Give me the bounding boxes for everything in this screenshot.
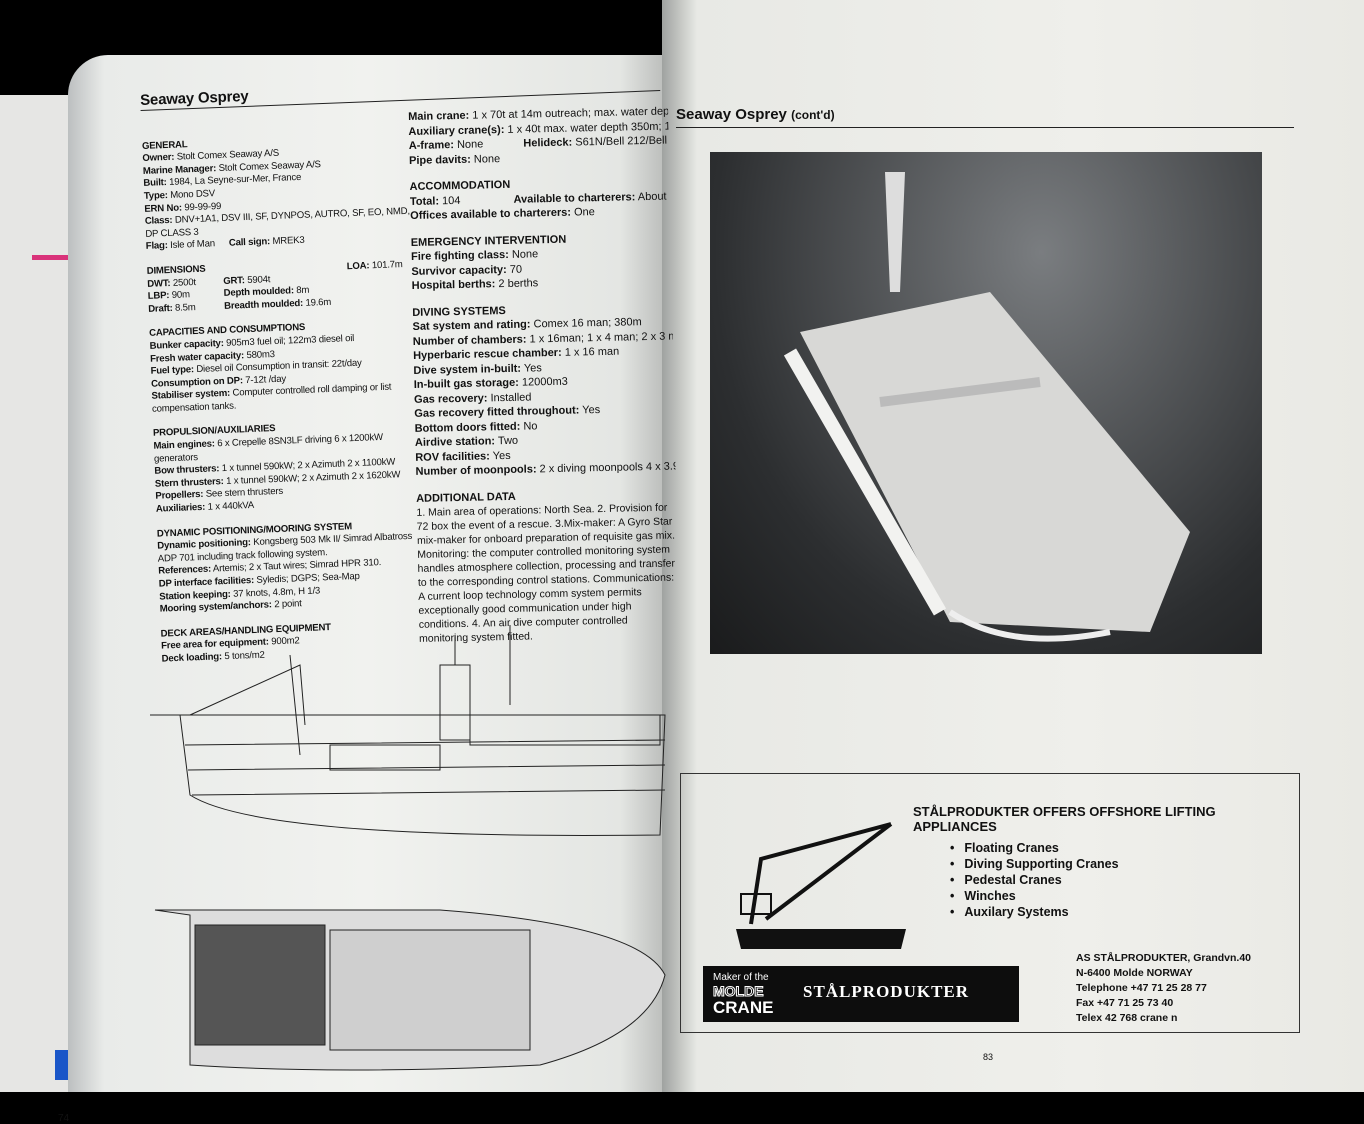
- ship-photo-illustration: [783, 172, 1190, 642]
- propulsion-section: Main engines: 6 x Crepelle 8SN3LF drivin…: [153, 430, 426, 516]
- field-line: Draft: 8.5m: [148, 301, 196, 315]
- ship-profile-drawing: [150, 625, 666, 836]
- stalprodukter-logo: Maker of the MOLDE CRANE STÅLPRODUKTER: [703, 966, 1019, 1022]
- stalprodukter-advert: STÅLPRODUKTER OFFERS OFFSHORE LIFTING AP…: [680, 773, 1300, 1033]
- pink-tab-marker: [32, 255, 72, 260]
- page-number-left: 74: [58, 1113, 70, 1124]
- address-line: AS STÅLPRODUKTER, Grandvn.40: [1076, 952, 1252, 964]
- advert-headline: STÅLPRODUKTER OFFERS OFFSHORE LIFTING AP…: [913, 804, 1216, 834]
- product-item: Diving Supporting Cranes: [964, 856, 1118, 872]
- callsign-field: Call sign: MREK3: [228, 235, 305, 250]
- ship-drawings: [150, 625, 666, 1071]
- capacities-section: Bunker capacity: 905m3 fuel oil; 122m3 d…: [149, 330, 422, 416]
- title-rule: [676, 127, 1294, 128]
- floating-crane-illustration: [736, 822, 906, 949]
- address-line: Telephone +47 71 25 28 77: [1076, 982, 1207, 994]
- address-line: Fax +47 71 25 73 40: [1076, 997, 1174, 1009]
- page-number-right: 83: [983, 1052, 994, 1062]
- diving-section: Sat system and rating: Comex 16 man; 380…: [412, 315, 679, 480]
- loa-field: LOA: 101.7m: [346, 258, 403, 272]
- product-item: Pedestal Cranes: [964, 872, 1119, 888]
- right-page-title: Seaway Osprey (cont'd): [676, 106, 835, 123]
- middle-column: Main crane: 1 x 70t at 14m outreach; max…: [408, 105, 679, 646]
- address-line: Telex 42 768 crane n: [1076, 1012, 1178, 1024]
- product-item: Winches: [964, 888, 1119, 904]
- left-column: Seaway Osprey GENERAL Owner: Stolt Comex…: [140, 75, 661, 667]
- flag-field: Flag: Isle of Man: [145, 238, 216, 253]
- ship-photo: [710, 152, 1262, 654]
- dp-section: Dynamic positioning: Kongsberg 503 Mk II…: [157, 531, 430, 617]
- ship-plan-drawing: [154, 909, 666, 1071]
- product-item: Auxilary Systems: [964, 904, 1119, 920]
- product-item: Floating Cranes: [964, 840, 1119, 856]
- product-list: Floating CranesDiving Supporting CranesP…: [964, 840, 1119, 920]
- address-line: N-6400 Molde NORWAY: [1076, 967, 1193, 979]
- cranes-section: Main crane: 1 x 70t at 14m outreach; max…: [408, 105, 679, 168]
- helideck-field: Helideck: S61N/Bell 212/Bell 214: [523, 134, 680, 150]
